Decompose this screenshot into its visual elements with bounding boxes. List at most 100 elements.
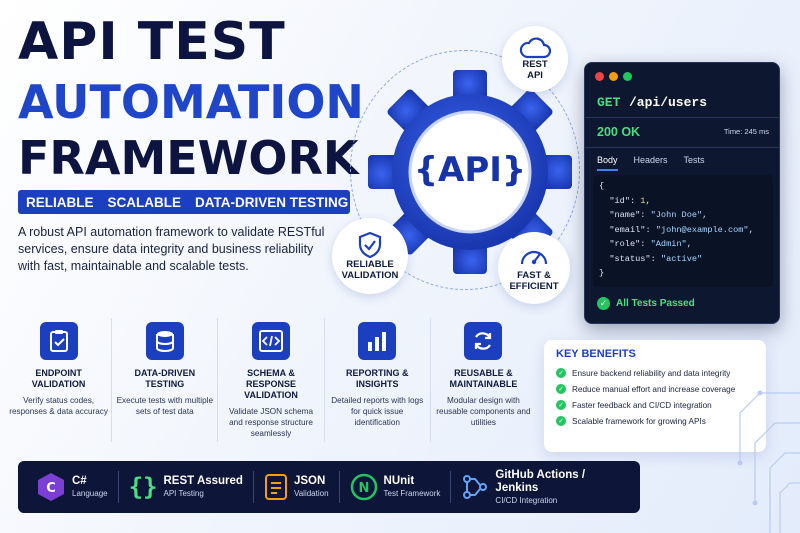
rest-api-bubble: REST API <box>502 26 568 92</box>
feature-desc: Verify status codes, responses & data ac… <box>9 396 108 416</box>
json-brace: { <box>599 181 605 191</box>
window-minimize-icon[interactable] <box>609 72 618 81</box>
tech-name: REST Assured <box>163 475 243 487</box>
orbit-ring <box>350 50 580 290</box>
benefit-item: ✓Scalable framework for growing APIs <box>556 416 754 426</box>
json-value: "Admin" <box>650 239 687 249</box>
divider <box>585 117 779 118</box>
braces-icon: {} <box>128 473 158 501</box>
github-actions-icon <box>463 475 488 499</box>
clipboard-check-icon <box>39 322 78 360</box>
json-key: "id" <box>609 195 630 206</box>
database-icon <box>145 322 184 360</box>
circuit-decoration-icon <box>737 390 800 533</box>
json-key: "email" <box>609 224 646 235</box>
json-value: 1 <box>640 195 646 206</box>
api-response-window: GET /api/users 200 OK Time: 245 ms Body … <box>584 62 780 324</box>
code-icon <box>252 322 290 360</box>
svg-text:C: C <box>46 481 56 496</box>
check-icon: ✓ <box>556 400 566 410</box>
tab-body[interactable]: Body <box>597 155 618 171</box>
response-tabs: Body Headers Tests <box>597 155 705 171</box>
tagline-banner: RELIABLE SCALABLE DATA-DRIVEN TESTING <box>18 190 350 214</box>
key-benefits-card: KEY BENEFITS ✓Ensure backend reliability… <box>544 340 766 452</box>
response-body: { "id": 1, "name": "John Doe", "email": … <box>593 175 773 287</box>
feature-desc: Detailed reports with logs for quick iss… <box>331 396 424 427</box>
tech-json: JSON Validation <box>254 471 340 503</box>
benefits-title: KEY BENEFITS <box>556 348 636 360</box>
test-result: ✓ All Tests Passed <box>597 297 695 310</box>
feature-desc: Modular design with reusable components … <box>436 396 531 427</box>
tech-name: C# <box>72 475 87 487</box>
description: A robust API automation framework to val… <box>18 225 325 273</box>
check-icon: ✓ <box>556 384 566 394</box>
bar-chart-icon <box>358 322 397 360</box>
response-status: 200 OK <box>597 125 641 139</box>
bubble-label: EFFICIENT <box>509 281 559 292</box>
shield-check-icon <box>358 231 382 259</box>
feature-reporting: REPORTING &INSIGHTS Detailed reports wit… <box>325 318 431 442</box>
benefit-item: ✓Ensure backend reliability and data int… <box>556 368 754 378</box>
tech-name: JSON <box>293 475 326 487</box>
reliable-validation-bubble: RELIABLE VALIDATION <box>332 218 408 294</box>
bubble-label: VALIDATION <box>341 270 399 281</box>
gear-icon <box>368 70 572 274</box>
bubble-label: API <box>527 70 543 81</box>
json-key: "name" <box>609 210 641 220</box>
check-icon: ✓ <box>556 416 566 426</box>
svg-text:N: N <box>358 481 369 496</box>
tagline-item: DATA-DRIVEN TESTING <box>195 194 349 210</box>
check-circle-icon: ✓ <box>597 297 610 310</box>
bubble-label: REST <box>522 59 548 70</box>
speedometer-icon <box>520 250 548 265</box>
tab-headers[interactable]: Headers <box>633 155 668 165</box>
json-file-icon <box>264 474 287 500</box>
window-close-icon[interactable] <box>595 72 604 81</box>
tagline-item: SCALABLE <box>107 194 182 210</box>
tech-sub: Validation <box>293 489 329 498</box>
feature-title: REPORTING &INSIGHTS <box>345 368 409 389</box>
test-result-label: All Tests Passed <box>616 298 695 309</box>
tech-sub: Language <box>72 489 108 498</box>
tech-name: GitHub Actions / Jenkins <box>495 468 586 494</box>
check-icon: ✓ <box>556 368 566 378</box>
title-line-2: AUTOMATION <box>18 75 364 129</box>
title-line-3: FRAMEWORK <box>18 131 359 185</box>
refresh-icon <box>464 322 503 360</box>
tech-sub: Test Framework <box>383 489 441 498</box>
json-brace: } <box>599 268 605 278</box>
tech-name: NUnit <box>383 475 415 487</box>
json-value: "john@example.com" <box>655 224 749 235</box>
title-line-1: API TEST <box>18 12 286 72</box>
feature-title: REUSABLE &MAINTAINABLE <box>449 368 518 389</box>
feature-desc: Execute tests with multiple sets of test… <box>116 396 214 416</box>
tagline-item: RELIABLE <box>26 194 94 210</box>
nunit-icon: N <box>350 473 377 501</box>
json-value: "John Doe" <box>650 210 703 220</box>
benefit-item: ✓Reduce manual effort and increase cover… <box>556 384 754 394</box>
tech-sub: CI/CD Integration <box>495 495 558 505</box>
json-key: "status" <box>609 253 651 264</box>
json-key: "role" <box>609 239 641 249</box>
response-time: Time: 245 ms <box>723 127 769 136</box>
feature-reusable: REUSABLE &MAINTAINABLE Modular design wi… <box>431 318 536 442</box>
tech-sub: API Testing <box>163 489 204 498</box>
bubble-label: FAST & <box>517 270 551 281</box>
tech-csharp: C C# Language <box>26 471 119 503</box>
request-path: /api/users <box>629 95 708 110</box>
csharp-icon: C <box>38 473 64 501</box>
fast-efficient-bubble: FAST & EFFICIENT <box>498 232 570 304</box>
tab-tests[interactable]: Tests <box>683 155 705 165</box>
http-method: GET <box>597 95 621 110</box>
window-maximize-icon[interactable] <box>623 72 632 81</box>
